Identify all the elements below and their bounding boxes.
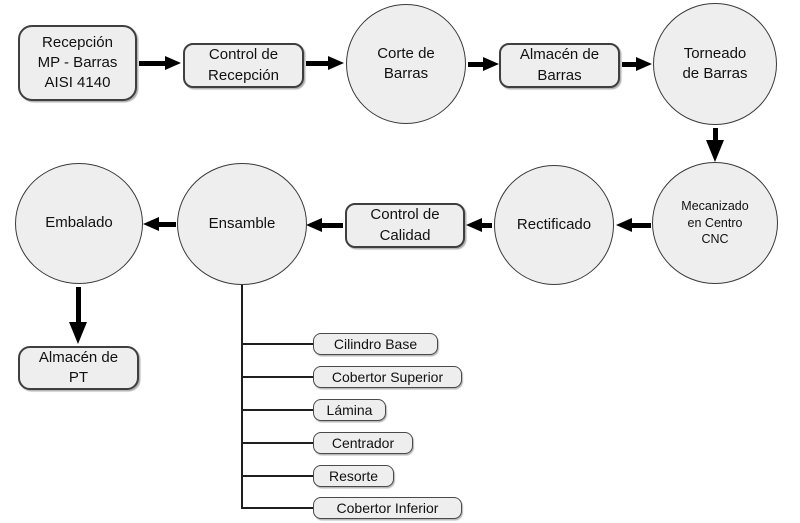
- node-almacen-barras: Almacén de Barras: [499, 43, 620, 88]
- arrow-shaft: [157, 221, 176, 227]
- part-cobertor-inferior-label: Cobertor Inferior: [336, 499, 439, 516]
- node-corte-barras: Corte de Barras: [346, 4, 466, 124]
- arrow-head-down-icon: [706, 140, 724, 162]
- arrow-head-right-icon: [328, 56, 344, 70]
- arrow-head-right-icon: [483, 57, 499, 71]
- node-ensamble-label: Ensamble: [208, 214, 276, 232]
- node-control-calidad-label: Control de Calidad: [370, 206, 440, 244]
- arrow-head-right-icon: [636, 57, 652, 71]
- arrow-shaft: [306, 60, 330, 66]
- part-resorte-label: Resorte: [328, 467, 379, 484]
- node-ensamble: Ensamble: [177, 163, 307, 285]
- node-recepcion-mp-label: Recepción MP - Barras AISI 4140: [37, 33, 118, 92]
- node-control-recepcion: Control de Recepción: [183, 43, 304, 88]
- node-almacen-barras-label: Almacén de Barras: [519, 46, 600, 84]
- arrow-head-right-icon: [165, 56, 181, 70]
- node-almacen-pt: Almacén de PT: [18, 346, 139, 390]
- arrow-shaft: [712, 128, 718, 142]
- part-cobertor-superior: Cobertor Superior: [313, 366, 462, 388]
- part-cilindro-base: Cilindro Base: [313, 333, 438, 355]
- arrow-shaft: [468, 61, 485, 67]
- arrow-calidad-to-ensamble: [306, 218, 343, 232]
- tree-branch-line: [242, 507, 314, 509]
- arrow-shaft: [75, 287, 81, 324]
- node-control-calidad: Control de Calidad: [345, 203, 465, 248]
- node-rectificado: Rectificado: [494, 165, 614, 285]
- part-centrador: Centrador: [313, 432, 413, 454]
- node-recepcion-mp: Recepción MP - Barras AISI 4140: [18, 25, 137, 101]
- arrow-mecanizado-to-rectificado: [616, 218, 651, 232]
- arrow-head-left-icon: [616, 218, 632, 232]
- arrow-head-left-icon: [143, 217, 159, 231]
- tree-branch-line: [242, 343, 314, 345]
- node-corte-barras-label: Corte de Barras: [377, 44, 435, 82]
- arrow-shaft: [139, 60, 167, 66]
- part-lamina-label: Lámina: [326, 401, 373, 418]
- part-lamina: Lámina: [313, 399, 386, 421]
- arrow-corte-to-almacen: [468, 57, 499, 71]
- node-rectificado-label: Rectificado: [516, 215, 592, 233]
- node-control-recepcion-label: Control de Recepción: [208, 46, 279, 84]
- tree-branch-line: [242, 376, 314, 378]
- arrow-rectificado-to-calidad: [466, 218, 492, 232]
- ensamble-tree-trunk-line: [241, 285, 243, 509]
- tree-branch-line: [242, 442, 314, 444]
- part-cobertor-superior-label: Cobertor Superior: [331, 368, 444, 385]
- node-torneado-barras: Torneado de Barras: [653, 3, 777, 125]
- arrow-head-left-icon: [306, 218, 322, 232]
- arrow-recepcion-to-control: [139, 56, 181, 70]
- tree-branch-line: [242, 475, 314, 477]
- arrow-torneado-to-mecanizado: [706, 128, 724, 162]
- arrow-shaft: [320, 222, 343, 228]
- arrow-head-left-icon: [466, 218, 482, 232]
- tree-branch-line: [242, 409, 314, 411]
- node-torneado-barras-label: Torneado de Barras: [682, 44, 748, 82]
- arrow-head-down-icon: [69, 322, 87, 344]
- node-mecanizado-cnc: Mecanizado en Centro CNC: [652, 162, 778, 284]
- node-embalado: Embalado: [15, 163, 143, 284]
- arrow-embalado-to-almacen-pt: [69, 287, 87, 344]
- part-centrador-label: Centrador: [331, 434, 395, 451]
- part-cilindro-base-label: Cilindro Base: [333, 335, 418, 352]
- arrow-shaft: [480, 222, 492, 228]
- part-resorte: Resorte: [313, 465, 394, 487]
- arrow-almacen-to-torneado: [622, 57, 652, 71]
- node-embalado-label: Embalado: [45, 214, 113, 232]
- arrow-shaft: [630, 222, 651, 228]
- arrow-shaft: [622, 61, 638, 67]
- node-almacen-pt-label: Almacén de PT: [38, 348, 119, 386]
- arrow-control-to-corte: [306, 56, 344, 70]
- part-cobertor-inferior: Cobertor Inferior: [313, 497, 462, 519]
- arrow-ensamble-to-embalado: [143, 217, 176, 231]
- node-mecanizado-cnc-label: Mecanizado en Centro CNC: [681, 198, 749, 247]
